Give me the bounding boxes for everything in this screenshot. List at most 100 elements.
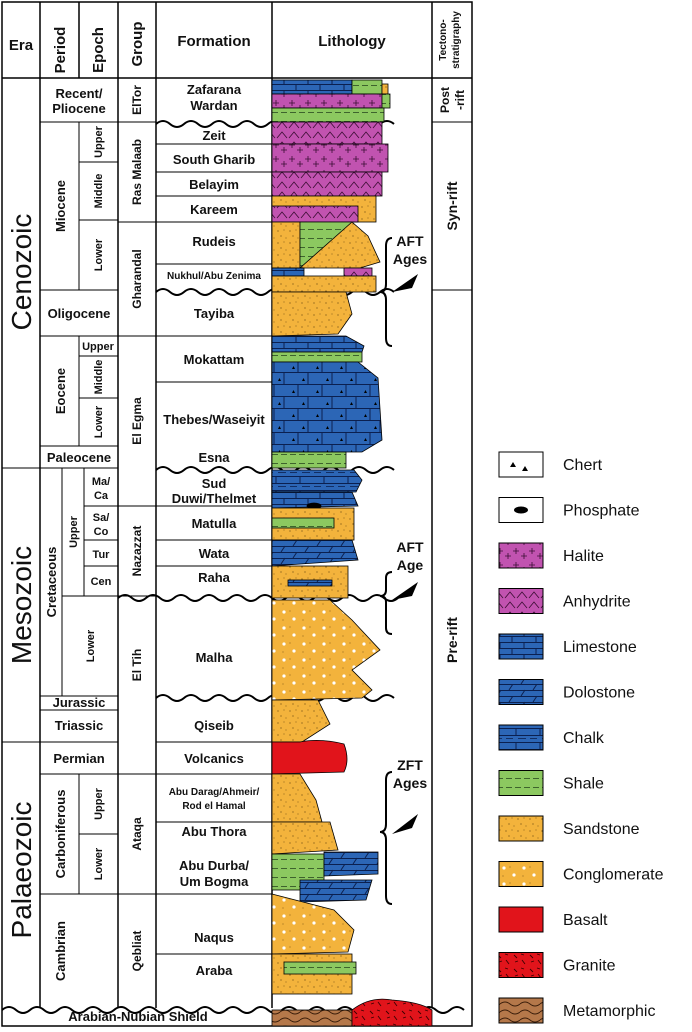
legend-label-limestone: Limestone bbox=[563, 639, 637, 656]
era-cenozoic: Cenozoic bbox=[6, 214, 37, 331]
header-group: Group bbox=[129, 22, 146, 67]
formation-wata: Wata bbox=[199, 546, 230, 561]
row-lines bbox=[2, 121, 472, 955]
header-tectono-2: stratigraphy bbox=[451, 11, 462, 69]
legend-swatch-anhydrite bbox=[498, 588, 544, 614]
header-row: Era Period Epoch Group Formation Litholo… bbox=[9, 11, 462, 74]
header-formation: Formation bbox=[177, 33, 250, 50]
age-zft-1: ZFT bbox=[397, 757, 423, 773]
group-ras-malaab: Ras Malaab bbox=[130, 139, 144, 205]
legend-label-sandstone: Sandstone bbox=[563, 821, 640, 838]
age-arrows bbox=[392, 274, 418, 834]
group-gharandal: Gharandal bbox=[130, 249, 144, 308]
period-labels: Recent/ Pliocene Miocene Oligocene Eocen… bbox=[44, 86, 111, 981]
era-palaeozoic: Palaeozoic bbox=[6, 802, 37, 939]
age-brackets bbox=[379, 237, 393, 905]
header-period: Period bbox=[52, 27, 69, 74]
formation-tayiba: Tayiba bbox=[194, 306, 235, 321]
legend-swatch-basalt bbox=[498, 906, 544, 933]
formation-esna: Esna bbox=[198, 450, 230, 465]
legend-label-metamorphic: Metamorphic bbox=[563, 1003, 655, 1020]
group-ataqa: Ataqa bbox=[130, 817, 144, 851]
legend-swatch-shale bbox=[498, 770, 544, 796]
basement-label: Arabian-Nubian Shield bbox=[68, 1009, 207, 1024]
formation-wardan: Wardan bbox=[190, 98, 237, 113]
epoch-labels: Upper Middle Lower Upper Middle Lower Up… bbox=[68, 125, 115, 880]
formation-nukhul: Nukhul/Abu Zenima bbox=[167, 271, 261, 282]
period-miocene: Miocene bbox=[53, 180, 68, 232]
header-epoch: Epoch bbox=[90, 27, 107, 73]
legend-swatch-dolostone bbox=[498, 679, 544, 705]
formation-labels: Zafarana Wardan Zeit South Gharib Belayi… bbox=[163, 82, 265, 978]
epoch-eocene-upper: Upper bbox=[82, 341, 115, 353]
formation-thebes: Thebes/Waseiyit bbox=[163, 412, 265, 427]
period-eocene: Eocene bbox=[53, 368, 68, 414]
epoch-miocene-lower: Lower bbox=[93, 238, 105, 271]
legend-swatch-chert bbox=[498, 451, 544, 478]
formation-abu-durba-1: Abu Durba/ bbox=[179, 858, 249, 873]
epoch-miocene-upper: Upper bbox=[93, 125, 105, 158]
period-pliocene: Pliocene bbox=[52, 101, 105, 116]
legend-label-halite: Halite bbox=[563, 548, 604, 565]
group-el-tih: El Tih bbox=[130, 649, 144, 681]
age-aft-top-1: AFT bbox=[396, 233, 424, 249]
group-qebliat: Qebliat bbox=[130, 931, 144, 972]
formation-abu-darag-1: Abu Darag/Ahmeir/ bbox=[169, 787, 260, 798]
epoch-cret-lower: Lower bbox=[85, 629, 97, 662]
legend-swatch-sandstone bbox=[498, 815, 544, 842]
epoch-eocene-middle: Middle bbox=[93, 360, 105, 395]
legend: ChertPhosphateHaliteAnhydriteLimestoneDo… bbox=[498, 451, 664, 1024]
tectonic-pre-rift: Pre-rift bbox=[444, 617, 460, 663]
period-paleocene: Paleocene bbox=[47, 450, 111, 465]
epoch-miocene-middle: Middle bbox=[93, 174, 105, 209]
age-zft-2: Ages bbox=[393, 775, 427, 791]
formation-naqus: Naqus bbox=[194, 930, 234, 945]
tectonic-labels: Post -rift Syn-rift Pre-rift bbox=[438, 87, 467, 663]
legend-swatch-chalk bbox=[498, 724, 544, 751]
formation-mokattam: Mokattam bbox=[184, 352, 245, 367]
formation-matulla: Matulla bbox=[192, 516, 238, 531]
tectonic-post-rift-2: -rift bbox=[453, 90, 467, 110]
period-triassic: Triassic bbox=[55, 718, 103, 733]
legend-label-anhydrite: Anhydrite bbox=[563, 594, 631, 611]
period-recent: Recent/ bbox=[56, 86, 103, 101]
group-nazazzat: Nazazzat bbox=[130, 526, 144, 577]
period-jurassic: Jurassic bbox=[53, 695, 106, 710]
legend-label-shale: Shale bbox=[563, 776, 604, 793]
formation-malha: Malha bbox=[196, 650, 234, 665]
formation-belayim: Belayim bbox=[189, 177, 239, 192]
period-permian: Permian bbox=[53, 751, 104, 766]
header-era: Era bbox=[9, 37, 34, 54]
legend-label-basalt: Basalt bbox=[563, 912, 608, 929]
phosphate-mark bbox=[514, 506, 528, 514]
tectonic-syn-rift: Syn-rift bbox=[444, 181, 460, 230]
era-mesozoic: Mesozoic bbox=[6, 546, 37, 664]
epoch-saco-1: Sa/ bbox=[93, 512, 110, 524]
legend-swatch-limestone bbox=[498, 633, 544, 660]
period-cretaceous: Cretaceous bbox=[44, 547, 59, 618]
legend-swatch-halite bbox=[498, 542, 544, 569]
header-tectono-1: Tectono- bbox=[438, 19, 449, 60]
formation-south-gharib: South Gharib bbox=[173, 152, 255, 167]
formation-araba: Araba bbox=[196, 963, 234, 978]
group-labels: ElTor Ras Malaab Gharandal El Egma Nazaz… bbox=[130, 85, 144, 972]
period-cambrian: Cambrian bbox=[53, 921, 68, 981]
legend-label-chert: Chert bbox=[563, 457, 603, 474]
formation-zafarana: Zafarana bbox=[187, 82, 242, 97]
age-aft-mid-2: Age bbox=[397, 557, 424, 573]
epoch-carb-upper: Upper bbox=[93, 787, 105, 820]
formation-abu-durba-2: Um Bogma bbox=[180, 874, 249, 889]
epoch-maca-1: Ma/ bbox=[92, 476, 110, 488]
formation-duwi: Duwi/Thelmet bbox=[172, 491, 257, 506]
formation-raha: Raha bbox=[198, 570, 231, 585]
header-lithology: Lithology bbox=[318, 33, 386, 50]
lithology-column bbox=[271, 79, 433, 1027]
tectonic-post-rift-1: Post bbox=[438, 87, 452, 113]
group-el-egma: El Egma bbox=[130, 397, 144, 445]
formation-kareem: Kareem bbox=[190, 202, 238, 217]
chert-mark bbox=[522, 466, 528, 471]
age-labels: AFT Ages AFT Age ZFT Ages bbox=[393, 233, 427, 791]
epoch-cen: Cen bbox=[91, 576, 112, 588]
period-carboniferous: Carboniferous bbox=[53, 790, 68, 879]
